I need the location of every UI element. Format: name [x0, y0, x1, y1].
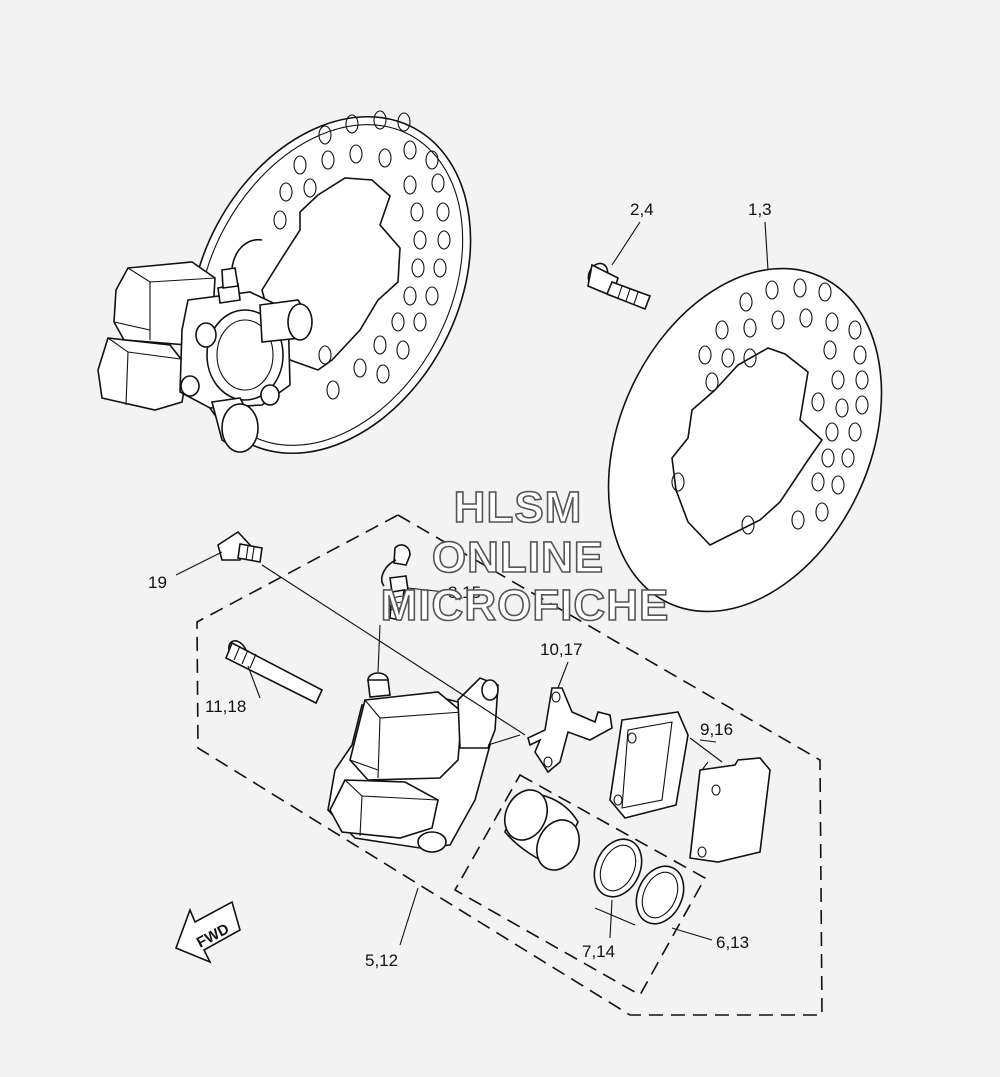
dust-seal	[635, 865, 685, 925]
watermark-line-2: ONLINE	[432, 533, 604, 582]
label-disc: 1,3	[748, 200, 772, 219]
assembled-caliper	[97, 239, 313, 453]
caliper-body	[327, 672, 499, 853]
seal-kit-outline	[453, 773, 707, 997]
caliper-assy-outline	[196, 514, 823, 1016]
piston-seal	[593, 838, 643, 898]
piston	[504, 789, 580, 871]
label-seal-b: 6,13	[716, 933, 749, 952]
watermark-line-1: HLSM	[454, 483, 583, 532]
disc-bolt	[587, 262, 652, 311]
watermark: HLSM ONLINE MICROFICHE	[380, 482, 670, 631]
pad-support	[527, 687, 613, 774]
label-pad-support: 10,17	[540, 640, 583, 659]
caliper-bolt	[217, 530, 263, 563]
brake-disc	[607, 267, 883, 613]
label-pin: 11,18	[205, 697, 246, 716]
bleed-screw	[381, 544, 411, 621]
leader-lines	[175, 221, 769, 946]
watermark-line-3: MICROFICHE	[381, 581, 670, 630]
label-pads: 9,16	[700, 720, 733, 739]
fwd-arrow: FWD	[174, 900, 241, 964]
slide-pin	[224, 640, 324, 705]
brake-pads	[609, 711, 771, 863]
label-caliper-bolt: 19	[148, 573, 167, 592]
label-bolt: 2,4	[630, 200, 654, 219]
label-seal-a: 7,14	[582, 942, 615, 961]
label-caliper-assy: 5,12	[365, 951, 398, 970]
label-bleed-screw: 8,15	[448, 583, 481, 602]
